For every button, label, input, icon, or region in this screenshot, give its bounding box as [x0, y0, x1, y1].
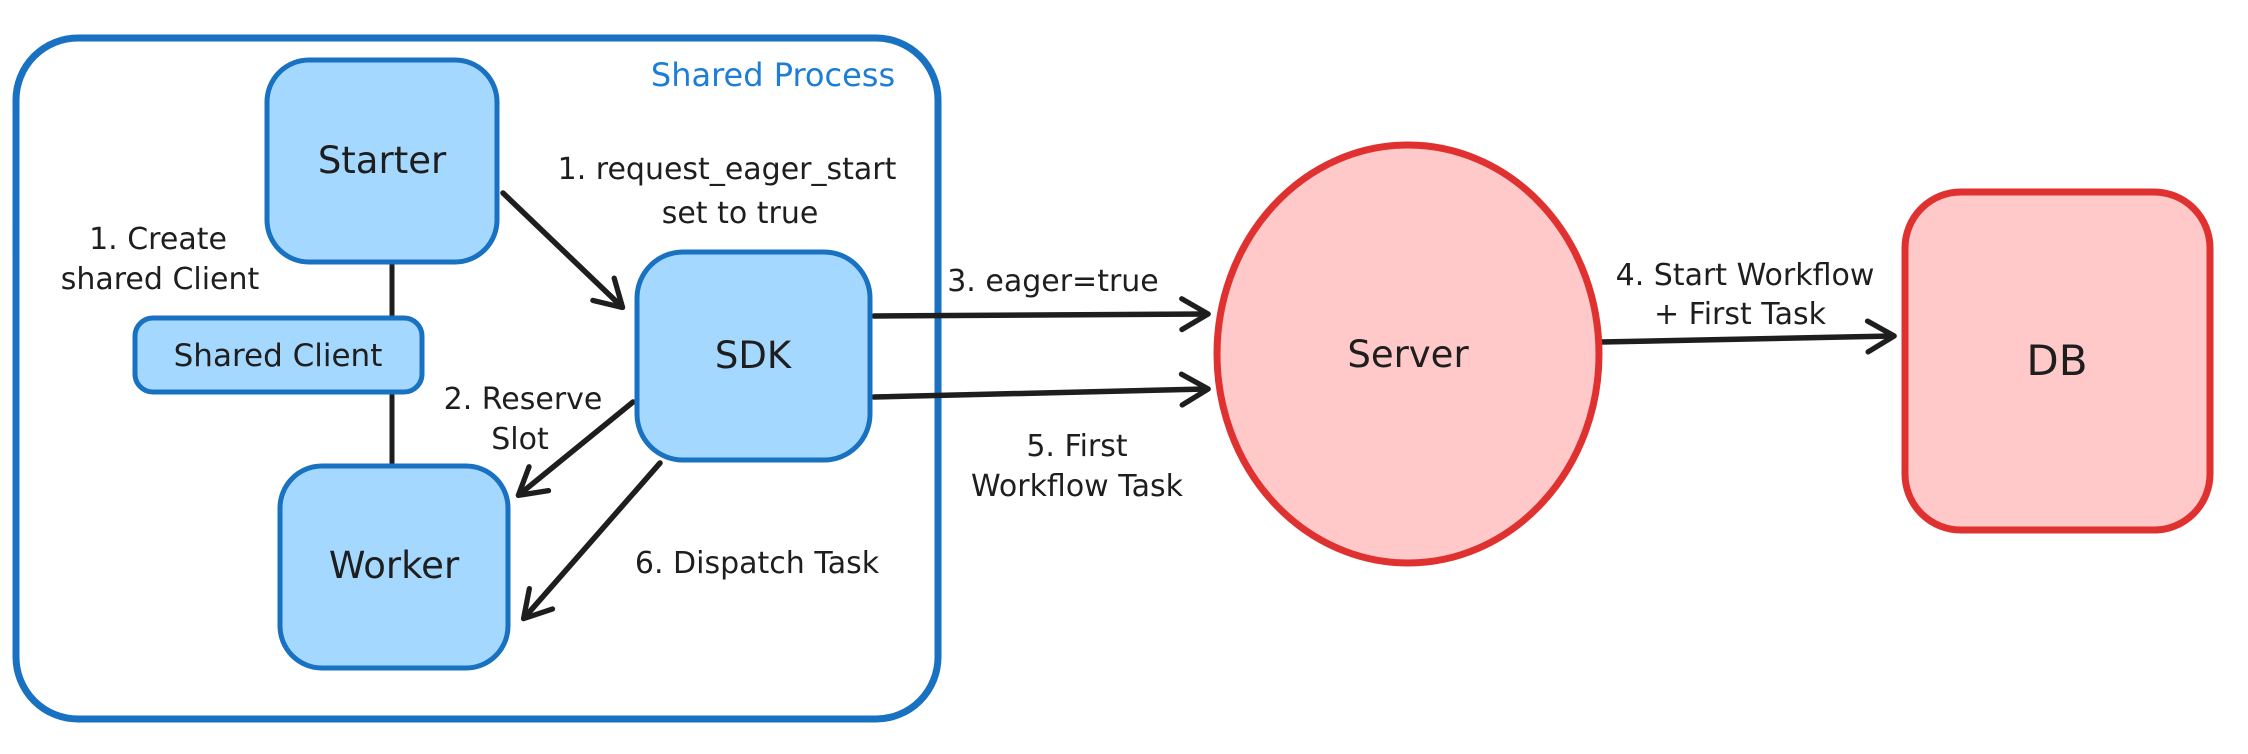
starter-node: [264, 57, 500, 265]
annotation-dispatch-task: 6. Dispatch Task: [635, 546, 880, 581]
shared-client-node: [132, 315, 425, 395]
db-node: [1901, 188, 2214, 534]
annotation-request-eager-start-line1: 1. request_eager_start: [558, 152, 897, 187]
annotation-first-workflow-task-line2: Workflow Task: [971, 469, 1184, 504]
sdk-label: SDK: [715, 334, 793, 377]
arrow-sdk-dispatch-task: [520, 460, 663, 622]
shared-client-label: Shared Client: [174, 338, 383, 374]
worker-label: Worker: [329, 544, 460, 587]
worker-node: [277, 463, 511, 671]
annotation-reserve-slot-line1: 2. Reserve: [444, 382, 603, 417]
annotation-start-workflow-line1: 4. Start Workflow: [1616, 258, 1875, 293]
annotation-request-eager-start-line2: set to true: [662, 196, 819, 231]
annotation-create-shared-client-line1: 1. Create: [89, 222, 227, 257]
arrow-sdk-to-server-first-task: [871, 371, 1211, 408]
arrow-server-to-db: [1598, 318, 1897, 355]
arrow-sdk-reserve-slot: [515, 399, 636, 499]
annotation-start-workflow-line2: + First Task: [1654, 297, 1827, 332]
annotation-first-workflow-task-line1: 5. First: [1026, 429, 1128, 464]
db-label: DB: [2026, 336, 2087, 385]
arrow-starter-to-sdk: [500, 190, 626, 311]
server-node: [1213, 141, 1603, 567]
annotation-create-shared-client-line2: shared Client: [61, 262, 260, 297]
annotation-eager-true: 3. eager=true: [947, 264, 1159, 299]
annotation-reserve-slot-line2: Slot: [491, 422, 549, 457]
arrow-sdk-to-server-eager: [871, 296, 1211, 333]
server-label: Server: [1347, 333, 1469, 376]
sdk-node: [634, 249, 873, 463]
starter-label: Starter: [318, 139, 447, 182]
shared-process-label: Shared Process: [651, 56, 895, 94]
shared-process-container: [12, 34, 942, 723]
